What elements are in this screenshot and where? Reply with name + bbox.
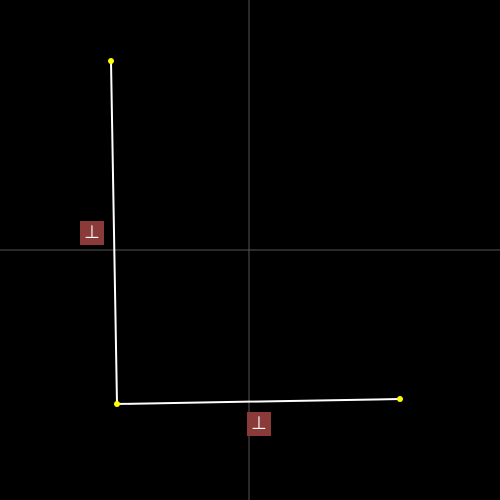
perpendicular-constraint-left[interactable]: ⊥ (80, 221, 104, 245)
polyline-path[interactable] (110, 60, 401, 406)
perpendicular-icon: ⊥ (84, 222, 100, 243)
perpendicular-icon: ⊥ (251, 413, 267, 434)
vertex-handle-corner[interactable] (114, 401, 120, 407)
vertex-handle-right[interactable] (397, 396, 403, 402)
perpendicular-constraint-bottom[interactable]: ⊥ (247, 412, 271, 436)
vertex-handle-top[interactable] (108, 58, 114, 64)
